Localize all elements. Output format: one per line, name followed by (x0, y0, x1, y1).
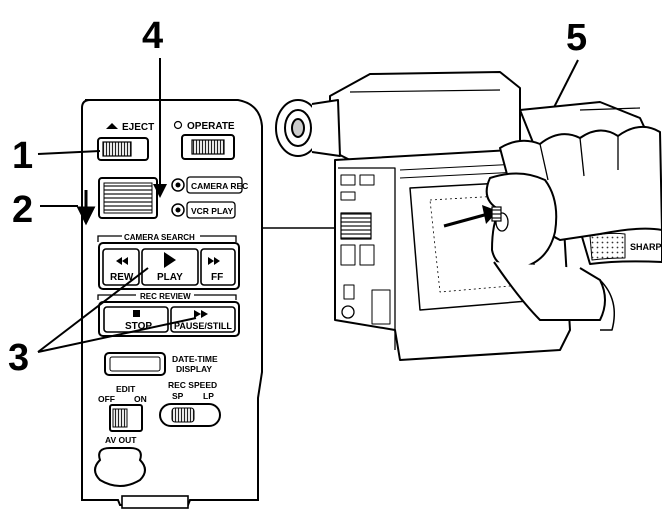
callout-3-leader-play (37, 267, 149, 353)
date-time-label: DATE-TIME (172, 354, 218, 364)
eject-label: EJECT (122, 122, 154, 133)
vcr-play-indicator: VCR PLAY (171, 201, 236, 219)
edit-on-label: ON (134, 394, 147, 404)
eject-switch[interactable]: EJECT (97, 122, 154, 161)
play-icon (164, 252, 176, 268)
display-label: DISPLAY (176, 364, 212, 374)
av-out-jack: AV OUT (94, 435, 146, 487)
ff-label: FF (211, 272, 223, 283)
callout-2: 2 (12, 189, 33, 231)
press-arrow (443, 212, 489, 228)
edit-label: EDIT (116, 384, 136, 394)
callout-4: 4 (142, 15, 163, 57)
date-time-button[interactable] (104, 352, 166, 376)
edit-off-label: OFF (98, 394, 115, 404)
brand-label: SHARP (630, 242, 662, 252)
camera-search-label: CAMERA SEARCH (124, 233, 195, 242)
callout-1-leader (37, 150, 101, 155)
camera-rec-indicator: CAMERA REC (171, 176, 248, 194)
sp-label: SP (172, 391, 184, 401)
stop-label: STOP (125, 321, 152, 332)
lp-label: LP (203, 391, 214, 401)
stop-button[interactable]: STOP (103, 306, 169, 333)
eject-icon (106, 123, 118, 129)
rew-button[interactable]: REW (102, 248, 140, 286)
record-start-button[interactable] (491, 206, 502, 222)
stop-icon (133, 310, 140, 317)
operate-label: OPERATE (187, 121, 235, 132)
callout-5: 5 (566, 17, 587, 59)
av-out-label: AV OUT (105, 435, 137, 445)
operate-indicator-icon (173, 120, 183, 130)
play-button[interactable]: PLAY (141, 248, 199, 286)
operate-switch[interactable]: OPERATE (173, 120, 235, 160)
rec-speed-switch[interactable]: REC SPEED SP LP (159, 380, 221, 427)
vcr-play-label: VCR PLAY (191, 206, 234, 216)
rec-speed-label: REC SPEED (168, 380, 217, 390)
edit-switch[interactable]: EDIT OFF ON (98, 384, 147, 432)
mode-slider[interactable] (98, 177, 158, 219)
rec-review-label: REC REVIEW (140, 292, 191, 301)
rew-label: REW (110, 272, 134, 283)
callout-3: 3 (8, 337, 29, 379)
camera-rec-label: CAMERA REC (191, 181, 248, 191)
callout-1: 1 (12, 135, 33, 177)
ff-button[interactable]: FF (200, 248, 236, 286)
pause-still-label: PAUSE/STILL (174, 321, 232, 331)
rewind-icon (116, 257, 128, 265)
fast-forward-icon (208, 257, 220, 265)
pause-still-icon (194, 310, 208, 318)
hand-illustration (485, 125, 662, 331)
down-arrow-small-icon (153, 184, 167, 198)
callout-3-leader-pause (37, 317, 197, 353)
pause-still-button[interactable]: PAUSE/STILL (170, 306, 236, 333)
play-label: PLAY (157, 272, 183, 283)
down-arrow-icon (76, 190, 96, 226)
